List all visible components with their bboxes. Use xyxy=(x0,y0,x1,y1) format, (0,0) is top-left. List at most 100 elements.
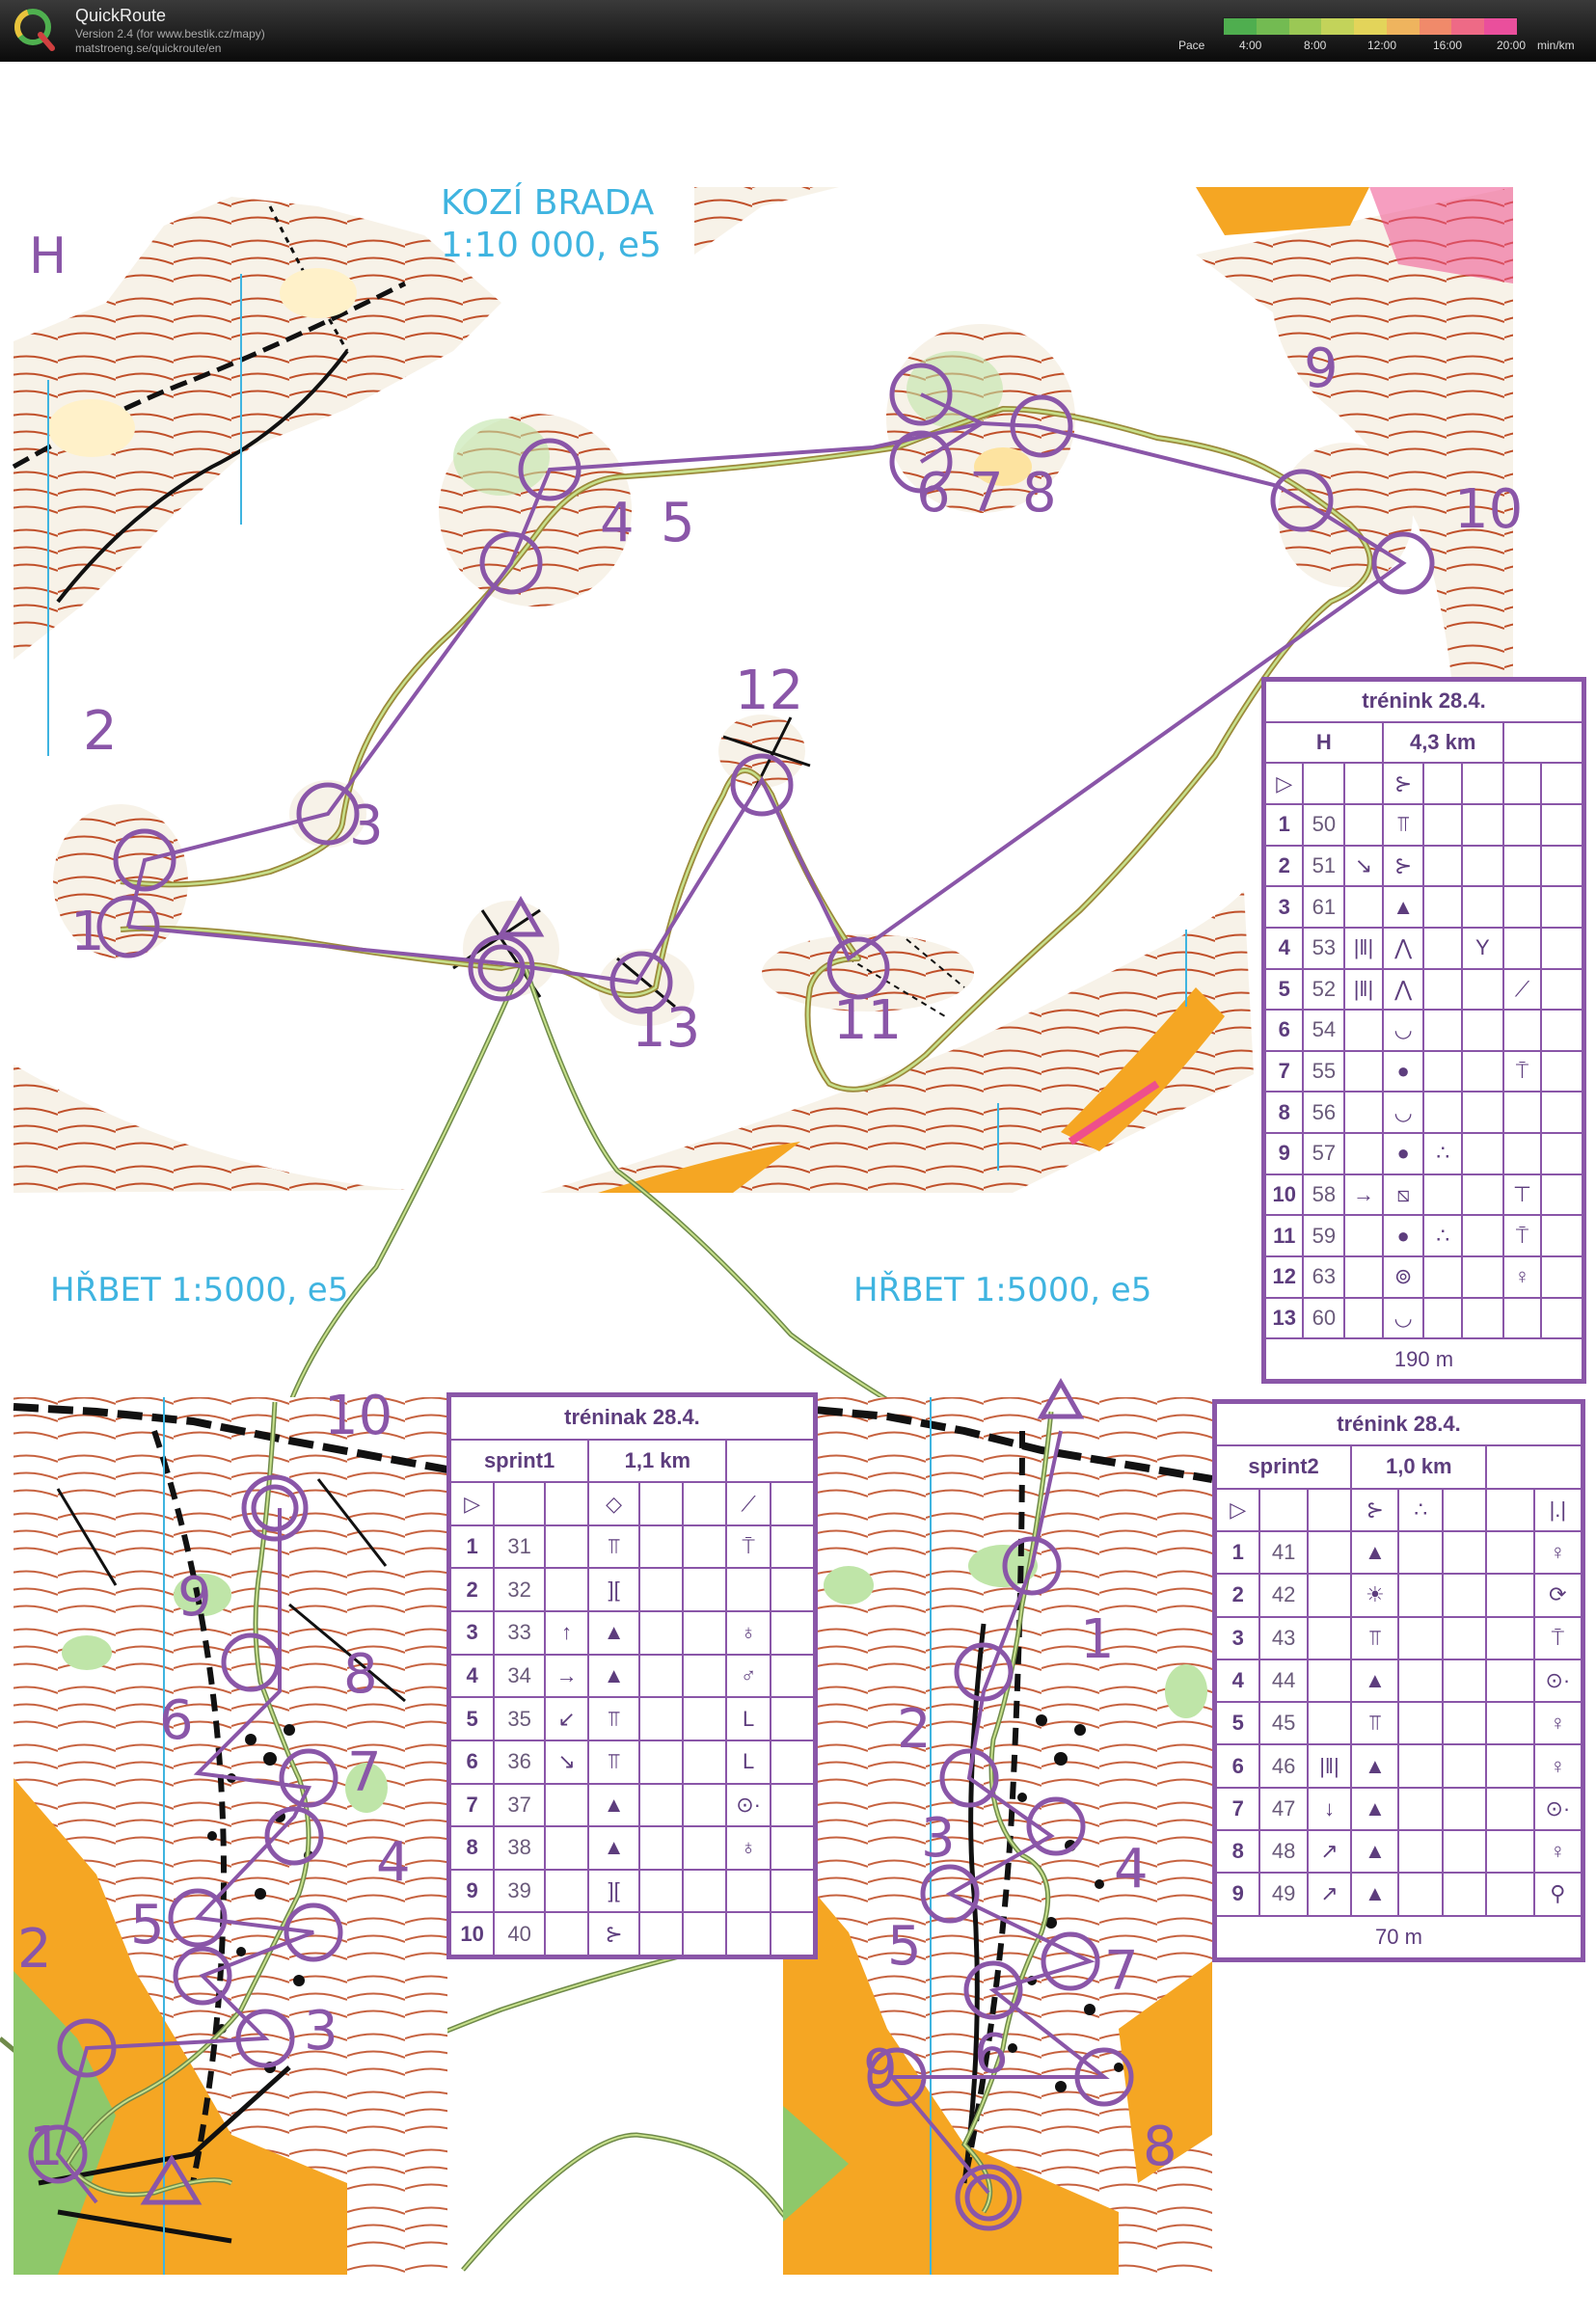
gps-route-top xyxy=(0,406,1373,2272)
pace-color-legend xyxy=(1223,17,1518,36)
control-number: 6 xyxy=(916,462,951,525)
control-number: 3 xyxy=(304,2000,338,2063)
pace-tick: 20:00 xyxy=(1497,39,1527,52)
pace-label: Pace xyxy=(1178,39,1205,52)
control-symbol: ▲ xyxy=(1350,1658,1400,1704)
control-symbol xyxy=(543,1782,590,1828)
control-code: 35 xyxy=(493,1696,546,1741)
control-symbol: ♂ xyxy=(725,1653,771,1699)
control-symbol xyxy=(1441,1658,1488,1704)
control-code: 48 xyxy=(1258,1828,1309,1875)
control-symbol: |‖| xyxy=(1343,967,1384,1012)
control-code: 51 xyxy=(1302,844,1346,888)
control-symbol xyxy=(1460,1132,1504,1175)
control-number: 4 xyxy=(600,492,635,554)
control-symbol: ⋀ xyxy=(1381,926,1425,970)
control-symbol xyxy=(1422,1254,1463,1299)
control-symbol: ↑ xyxy=(543,1610,590,1656)
control-number: 2 xyxy=(83,700,118,763)
control-code: 44 xyxy=(1258,1658,1309,1704)
control-symbol xyxy=(1485,1701,1535,1746)
control-symbol: ⫪ xyxy=(587,1739,640,1785)
control-symbol xyxy=(1460,1254,1504,1299)
control-number: 2 xyxy=(897,1698,932,1761)
control-symbol xyxy=(543,1825,590,1871)
control-symbol xyxy=(682,1567,728,1613)
control-symbol: ⊙· xyxy=(725,1782,771,1828)
control-number: 13 xyxy=(1263,1296,1305,1340)
control-code: 63 xyxy=(1302,1254,1346,1299)
control-code: 31 xyxy=(493,1524,546,1570)
control-symbol: ☀ xyxy=(1350,1573,1400,1618)
control-symbol xyxy=(769,1911,816,1956)
control-symbol: ⍑ xyxy=(1501,1049,1543,1093)
control-symbol: ♁ xyxy=(725,1825,771,1871)
control-symbol: ⫪ xyxy=(587,1696,640,1741)
control-number: 9 xyxy=(1214,1872,1261,1917)
table-title: trénink 28.4. xyxy=(1215,1401,1582,1447)
control-symbol xyxy=(769,1868,816,1914)
control-symbol: ▲ xyxy=(1381,885,1425,929)
control-symbol: ▲ xyxy=(1350,1529,1400,1576)
control-symbol xyxy=(637,1524,685,1570)
control-number: 9 xyxy=(448,1868,496,1914)
course-lines-top xyxy=(126,392,1407,985)
control-symbol xyxy=(1441,1701,1488,1746)
control-number: 11 xyxy=(1263,1214,1305,1257)
map-canvas[interactable]: H KOZÍ BRADA 1:10 000, e5 HŘBET 1:5000, … xyxy=(0,62,1596,2320)
control-symbol: ◡ xyxy=(1381,1296,1425,1340)
control-symbol: ▲ xyxy=(587,1782,640,1828)
control-symbol: ⫪ xyxy=(1350,1701,1400,1746)
control-number: 5 xyxy=(448,1696,496,1741)
control-number: 5 xyxy=(1214,1701,1261,1746)
control-code: 43 xyxy=(1258,1615,1309,1660)
control-symbol xyxy=(1460,1173,1504,1217)
control-symbol xyxy=(682,1782,728,1828)
control-number: 7 xyxy=(1214,1786,1261,1832)
map-sprint1 xyxy=(13,1397,448,2275)
map-kozi-brada xyxy=(12,187,1513,1193)
pace-color-swatch xyxy=(1321,18,1355,35)
control-code: 61 xyxy=(1302,885,1346,929)
control-symbol xyxy=(1343,1214,1384,1257)
control-symbol: ↓ xyxy=(1306,1786,1353,1832)
control-number: 2 xyxy=(1214,1573,1261,1618)
control-symbol: ▲ xyxy=(1350,1872,1400,1917)
control-symbol: ▲ xyxy=(1350,1786,1400,1832)
control-symbol: Y xyxy=(1460,926,1504,970)
start-feature-icon: ◇ xyxy=(587,1481,640,1526)
control-number: 7 xyxy=(1104,1940,1139,2003)
pace-tick: 8:00 xyxy=(1304,39,1327,52)
control-number: 6 xyxy=(1263,1009,1305,1052)
finish-row: 190 m xyxy=(1264,1337,1583,1381)
pace-tick: 4:00 xyxy=(1239,39,1262,52)
control-code: 41 xyxy=(1258,1529,1309,1576)
control-number: 4 xyxy=(1214,1658,1261,1704)
control-symbol xyxy=(637,1739,685,1785)
control-symbol xyxy=(1343,1009,1384,1052)
control-symbol xyxy=(1540,1173,1583,1217)
finish-distance: 70 m xyxy=(1375,1924,1422,1949)
control-symbol xyxy=(1485,1828,1535,1875)
app-url[interactable]: matstroeng.se/quickroute/en xyxy=(75,41,222,55)
control-code: 60 xyxy=(1302,1296,1346,1340)
control-number: 8 xyxy=(1214,1828,1261,1875)
control-number: 5 xyxy=(130,1894,165,1956)
control-symbol xyxy=(1343,1091,1384,1135)
pace-color-swatch xyxy=(1256,18,1289,35)
control-symbol xyxy=(682,1696,728,1741)
control-code: 59 xyxy=(1302,1214,1346,1257)
control-symbol: ][ xyxy=(587,1868,640,1914)
control-code: 54 xyxy=(1302,1009,1346,1052)
control-symbol: ⍑ xyxy=(1532,1615,1583,1660)
start-row: ▷ ⊱ ∴ |.| xyxy=(1214,1487,1583,1532)
control-symbol xyxy=(1422,844,1463,888)
control-symbol xyxy=(543,1911,590,1956)
